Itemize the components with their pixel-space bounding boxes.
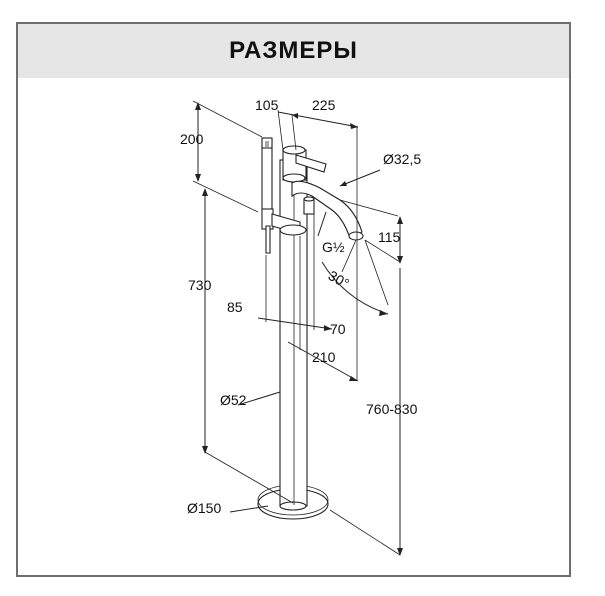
dim-30-deg: 30° <box>326 267 352 291</box>
dim-70: 70 <box>330 321 346 337</box>
extension-lines <box>192 100 401 556</box>
dim-200: 200 <box>180 131 204 147</box>
dim-105: 105 <box>255 97 279 113</box>
dim-760-830: 760-830 <box>366 401 418 417</box>
hose-connector <box>303 196 315 215</box>
dim-115: 115 <box>378 229 401 245</box>
dimension-lines <box>197 104 401 555</box>
hand-shower <box>261 137 307 254</box>
dim-32-5: Ø32,5 <box>383 151 421 167</box>
header-bar: РАЗМЕРЫ <box>18 24 569 78</box>
arrowheads <box>195 102 403 556</box>
page-title: РАЗМЕРЫ <box>229 37 358 64</box>
dim-150: Ø150 <box>187 500 221 516</box>
dim-225: 225 <box>312 97 336 113</box>
dim-52: Ø52 <box>220 392 247 408</box>
dim-g-half: G½ <box>322 239 345 255</box>
dim-730: 730 <box>188 277 212 293</box>
dim-85: 85 <box>227 299 243 315</box>
mixer-body <box>282 145 327 183</box>
dim-210: 210 <box>312 349 336 365</box>
dimension-labels: 200 105 225 Ø32,5 G½ 115 30° 730 85 70 2… <box>180 97 421 516</box>
main-column <box>279 155 308 511</box>
